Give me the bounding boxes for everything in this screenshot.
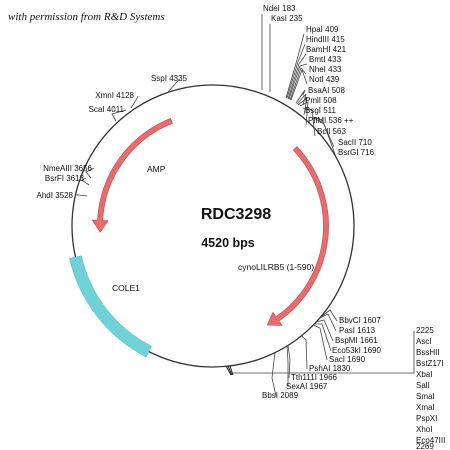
mcs-enzyme: SalI <box>416 381 430 390</box>
mcs-enzyme: XhoI <box>416 425 432 434</box>
site-label-pflmi: PflMI 536 ++ <box>308 116 354 125</box>
site-label-hpai: HpaI 409 <box>306 25 339 34</box>
site-label-nhei: NheI 433 <box>309 65 342 74</box>
plasmid-backbone <box>71 84 355 368</box>
site-label-bamhi: BamHI 421 <box>306 45 347 54</box>
site-label-sexai: SexAI 1967 <box>286 382 328 391</box>
mcs-enzyme: BssHII <box>416 348 440 357</box>
cole1-feature-label: COLE1 <box>112 283 140 293</box>
cole1-feature-band <box>69 255 152 358</box>
site-label-bsaai: BsaAI 508 <box>308 86 345 95</box>
credit-text: with permission from R&D Systems <box>8 11 165 23</box>
site-label-pasi: PasI 1613 <box>339 326 376 335</box>
site-label-noti: NotI 439 <box>309 75 340 84</box>
site-label-ndei: NdeI 183 <box>263 4 296 13</box>
site-label-bsrfi: BsrFI 3613 <box>45 174 85 183</box>
site-label-pshai: PshAI 1830 <box>309 364 351 373</box>
mcs-enzyme: PspXI <box>416 414 437 423</box>
site-label-xmni: XmnI 4128 <box>95 91 134 100</box>
site-label-eco53ki: Eco53kI 1690 <box>332 346 381 355</box>
site-label-bmti: BmtI 433 <box>309 55 342 64</box>
lower-site-leaders <box>271 309 338 397</box>
mcs-enzyme: BstZ17I <box>416 359 444 368</box>
plasmid-name: RDC3298 <box>201 206 271 223</box>
site-label-sacii: SacII 710 <box>338 138 372 147</box>
site-label-nmeaiii: NmeAIII 3656 <box>43 164 92 173</box>
amp-feature-label: AMP <box>147 164 166 174</box>
site-label-bsgi: BsgI 511 <box>305 106 337 115</box>
mcs-enzyme: XmaI <box>416 403 435 412</box>
site-label-kasi: KasI 235 <box>271 14 303 23</box>
left-site-leaders <box>75 78 181 197</box>
mcs-enzyme: XbaI <box>416 370 432 379</box>
insert-feature-arrow <box>266 146 329 326</box>
insert-feature-label: cynoLILRB5 (1-590) <box>238 262 314 272</box>
site-label-bbvci: BbvCI 1607 <box>339 316 381 325</box>
mcs-enzyme: SmaI <box>416 392 435 401</box>
site-label-ahdi: AhdI 3528 <box>37 191 74 200</box>
plasmid-size: 4520 bps <box>201 236 255 250</box>
amp-feature-arrow <box>91 118 173 233</box>
site-label-scai: ScaI 4011 <box>89 105 125 114</box>
mcs-start: 2225 <box>416 326 434 335</box>
site-label-hindiii: HindIII 415 <box>306 35 345 44</box>
mcs-enzyme: Eco47III <box>416 436 445 445</box>
site-label-bcli: BclI 563 <box>317 127 346 136</box>
site-label-saci: SacI 1690 <box>329 355 366 364</box>
site-label-pmli: PmlI 508 <box>305 96 337 105</box>
mcs-leaders <box>225 331 415 376</box>
mcs-end: 2269 <box>416 442 434 450</box>
site-label-sspi: SspI 4335 <box>151 74 188 83</box>
mcs-enzyme: AscI <box>416 337 432 346</box>
site-label-bspmi: BspMI 1661 <box>335 336 378 345</box>
site-label-tth111i: Tth111I 1966 <box>291 373 338 382</box>
top-site-leaders <box>261 14 337 158</box>
site-label-bsrgi: BsrGI 716 <box>338 148 375 157</box>
site-label-bbsi: BbsI 2089 <box>262 391 299 400</box>
